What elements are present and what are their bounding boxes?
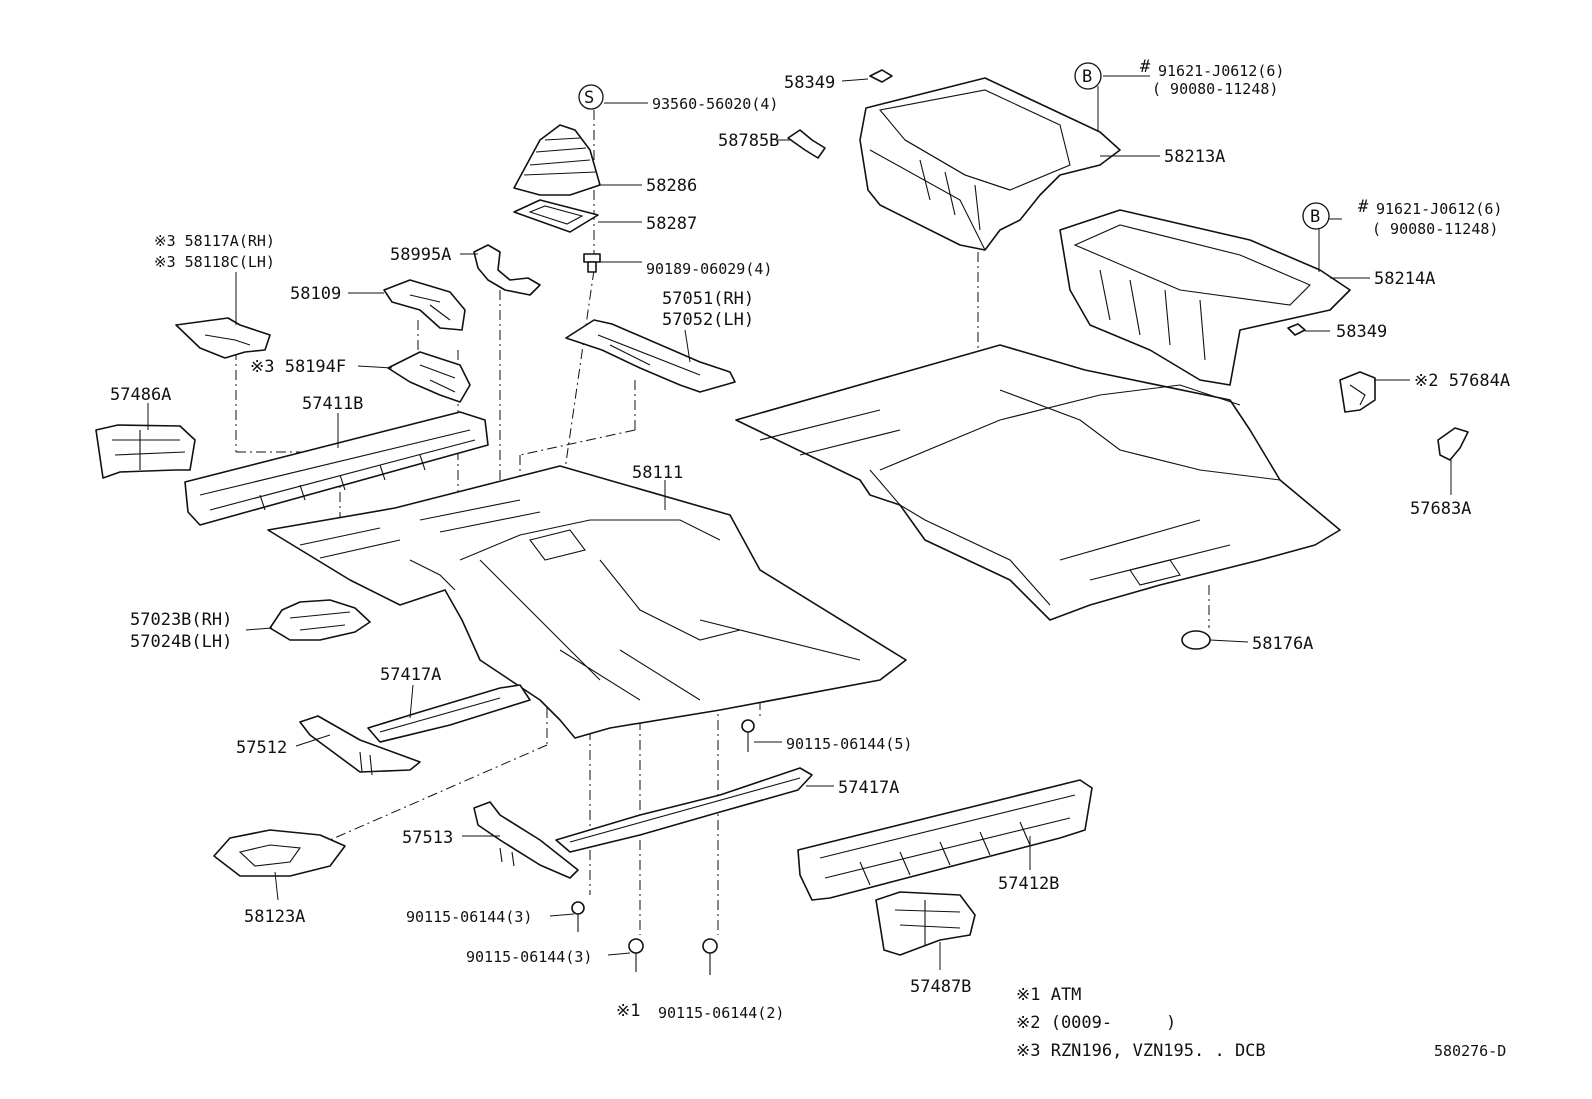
b-marker-letter-2: B [1310, 207, 1320, 227]
label-57023b: 57023B(RH) [130, 610, 232, 630]
label-58118c: ※3 58118C(LH) [154, 253, 275, 271]
s-marker-letter: S [584, 88, 594, 108]
label-57411b: 57411B [302, 394, 363, 414]
label-58111: 58111 [632, 463, 683, 483]
label-90080-1: ( 90080-11248) [1152, 80, 1278, 98]
label-58109: 58109 [290, 284, 341, 304]
hash-mark-1: # [1140, 57, 1151, 77]
part-90189-drawing [583, 253, 601, 273]
label-58286: 58286 [646, 176, 697, 196]
part-57417a-upper-drawing [367, 684, 531, 743]
label-58349-right: 58349 [1336, 322, 1387, 342]
bolts-90115-drawing [571, 719, 755, 975]
label-58785b: 58785B [718, 131, 779, 151]
part-58286-drawing [513, 124, 601, 196]
part-58213a-drawing [859, 77, 1121, 251]
label-58213a: 58213A [1164, 147, 1225, 167]
label-57417a-lower: 57417A [838, 778, 899, 798]
label-90189: 90189-06029(4) [646, 260, 772, 278]
label-90080-2: ( 90080-11248) [1372, 220, 1498, 238]
label-91621-2: 91621-J0612(6) [1376, 200, 1502, 218]
label-57513: 57513 [402, 828, 453, 848]
part-58176a-drawing [1181, 630, 1211, 650]
label-90115-3b: 90115-06144(3) [466, 948, 592, 966]
label-57487b: 57487B [910, 977, 971, 997]
label-58117a: ※3 58117A(RH) [154, 232, 275, 250]
part-58194f-drawing [387, 351, 471, 403]
label-58194f: ※3 58194F [250, 357, 346, 377]
label-57486a: 57486A [110, 385, 171, 405]
part-57023b-drawing [269, 599, 371, 641]
part-58109-drawing [383, 279, 466, 331]
label-58349-top: 58349 [784, 73, 835, 93]
label-93560: 93560-56020(4) [652, 95, 778, 113]
part-57411b-drawing [184, 411, 489, 526]
label-57683a: 57683A [1410, 499, 1471, 519]
note-2-close: ) [1166, 1013, 1176, 1033]
label-58123a: 58123A [244, 907, 305, 927]
label-91621-1: 91621-J0612(6) [1158, 62, 1284, 80]
circled-markers [578, 62, 1330, 230]
note-2: ※2 (0009- [1016, 1013, 1112, 1033]
part-57684a-drawing [1339, 371, 1376, 413]
part-58349-top-drawing [869, 69, 893, 83]
label-57051: 57051(RH) [662, 289, 754, 309]
note-3: ※3 RZN196, VZN195. . DCB [1016, 1041, 1266, 1061]
part-58995a-drawing [473, 244, 541, 296]
label-57024b: 57024B(LH) [130, 632, 232, 652]
part-57513-drawing [473, 801, 579, 879]
label-90115-5: 90115-06144(5) [786, 735, 912, 753]
note-mark-1: ※1 [616, 1001, 640, 1021]
part-58123a-drawing [213, 829, 346, 877]
part-58117a-drawing [175, 317, 271, 359]
b-marker-letter-1: B [1082, 67, 1092, 87]
diagram-id: 580276-D [1434, 1042, 1506, 1060]
label-58214a: 58214A [1374, 269, 1435, 289]
label-58176a: 58176A [1252, 634, 1313, 654]
part-58214a-drawing [1059, 209, 1351, 386]
part-57412b-drawing [797, 779, 1093, 901]
label-57417a-upper: 57417A [380, 665, 441, 685]
part-labels: 58349 S 93560-56020(4) 58785B B # 91621-… [110, 57, 1510, 1061]
part-57683a-drawing [1437, 427, 1469, 461]
part-57487b-drawing [875, 891, 976, 956]
part-58785b-drawing [787, 129, 826, 159]
part-57417a-lower-drawing [555, 767, 813, 853]
label-90115-2: 90115-06144(2) [658, 1004, 784, 1022]
part-57051-drawing [565, 319, 736, 393]
label-58995a: 58995A [390, 245, 451, 265]
note-1: ※1 ATM [1016, 985, 1081, 1005]
label-57512: 57512 [236, 738, 287, 758]
leader-lines [147, 75, 1452, 970]
label-57684a: ※2 57684A [1414, 371, 1510, 391]
hash-mark-2: # [1358, 197, 1369, 217]
label-90115-3a: 90115-06144(3) [406, 908, 532, 926]
part-58111-drawing [267, 465, 907, 739]
label-57412b: 57412B [998, 874, 1059, 894]
part-58287-drawing [513, 199, 599, 233]
label-58287: 58287 [646, 214, 697, 234]
part-57512-drawing [299, 715, 421, 776]
rear-floor-pan-drawing [735, 344, 1341, 621]
label-57052: 57052(LH) [662, 310, 754, 330]
part-57486a-drawing [95, 424, 196, 479]
part-58349-right-drawing [1287, 323, 1306, 336]
